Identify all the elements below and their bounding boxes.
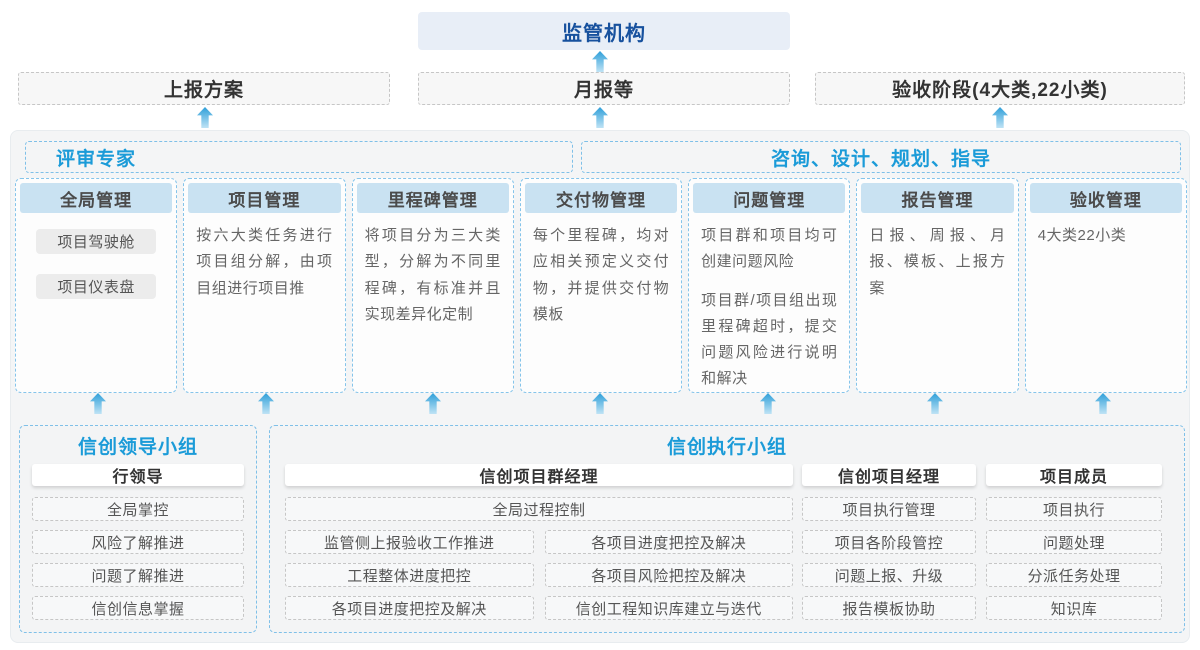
arrow-up-icon — [90, 393, 106, 414]
regulator-label: 监管机构 — [562, 22, 646, 45]
task-item: 各项目进度把控及解决 — [285, 596, 534, 620]
column-deliverable-management: 交付物管理 每个里程碑，均对应相关预定义交付物，并提供交付物模板 — [519, 178, 683, 393]
description-paragraph: 项目群/项目组出现里程碑超时，提交问题风险进行说明和解决 — [701, 291, 838, 388]
description-paragraph: 日报、周报、月报、模板、上报方案 — [869, 227, 1006, 297]
leadership-group: 信创领导小组 行领导 全局掌控 风险了解推进 问题了解推进 信创信息掌握 — [19, 425, 257, 633]
monthly-report-box: 月报等 — [418, 72, 790, 105]
description-paragraph: 项目群和项目均可创建问题风险 — [701, 227, 838, 271]
acceptance-phase-label: 验收阶段(4大类,22小类) — [892, 80, 1108, 101]
pill-project-dashboard: 项目仪表盘 — [36, 274, 157, 299]
task-item: 风险了解推进 — [32, 530, 244, 554]
column-acceptance-management: 验收管理 4大类22小类 — [1024, 178, 1187, 393]
acceptance-phase-box: 验收阶段(4大类,22小类) — [815, 72, 1185, 105]
description-paragraph: 每个里程碑，均对应相关预定义交付物，并提供交付物模板 — [532, 227, 670, 323]
column-description: 4大类22小类 — [1030, 213, 1182, 249]
description-paragraph: 4大类22小类 — [1037, 227, 1127, 244]
program-manager-task-grid: 监管侧上报验收工作推进 各项目进度把控及解决 工程整体进度把控 各项目风险把控及… — [285, 530, 793, 629]
role-project-manager: 信创项目经理 — [802, 464, 976, 486]
execution-group: 信创执行小组 信创项目群经理 全局过程控制 监管侧上报验收工作推进 各项目进度把… — [269, 425, 1185, 633]
pill-project-cockpit: 项目驾驶舱 — [36, 229, 157, 254]
column-title: 项目管理 — [188, 183, 341, 213]
monthly-report-label: 月报等 — [573, 80, 634, 101]
task-item: 各项目进度把控及解决 — [544, 530, 793, 554]
arrow-up-icon — [197, 107, 213, 128]
column-description: 每个里程碑，均对应相关预定义交付物，并提供交付物模板 — [525, 213, 677, 328]
task-item: 信创信息掌握 — [32, 596, 244, 620]
arrow-up-icon — [992, 107, 1008, 128]
role-bank-leader: 行领导 — [32, 464, 244, 486]
column-description: 按六大类任务进行项目组分解，由项目组进行项目推 — [188, 213, 340, 302]
consulting-box: 咨询、设计、规划、指导 — [581, 141, 1181, 173]
project-member-section: 项目成员 项目执行 问题处理 分派任务处理 知识库 — [986, 464, 1162, 629]
project-manager-section: 信创项目经理 项目执行管理 项目各阶段管控 问题上报、升级 报告模板协助 — [802, 464, 976, 629]
arrow-up-icon — [1095, 393, 1111, 414]
column-title: 里程碑管理 — [356, 183, 509, 213]
platform-container: 评审专家 咨询、设计、规划、指导 全局管理 项目驾驶舱 项目仪表盘 项目管理 按… — [10, 130, 1190, 643]
task-item: 报告模板协助 — [802, 596, 976, 620]
report-plan-label: 上报方案 — [163, 80, 244, 101]
description-paragraph: 将项目分为三大类型，分解为不同里程碑，有标准并且实现差异化定制 — [364, 227, 501, 323]
task-item: 问题了解推进 — [32, 563, 244, 587]
report-plan-box: 上报方案 — [18, 72, 390, 105]
arrow-up-icon — [592, 51, 608, 72]
column-description: 日报、周报、月报、模板、上报方案 — [861, 213, 1013, 302]
leadership-group-body: 行领导 全局掌控 风险了解推进 问题了解推进 信创信息掌握 — [20, 464, 256, 620]
column-title: 全局管理 — [20, 183, 173, 213]
column-milestone-management: 里程碑管理 将项目分为三大类型，分解为不同里程碑，有标准并且实现差异化定制 — [351, 178, 514, 393]
arrow-up-icon — [592, 107, 608, 128]
review-experts-label: 评审专家 — [56, 148, 137, 170]
description-paragraph: 按六大类任务进行项目组分解，由项目组进行项目推 — [196, 227, 333, 297]
column-title: 交付物管理 — [524, 183, 678, 213]
column-title: 报告管理 — [861, 183, 1014, 213]
column-global-management: 全局管理 项目驾驶舱 项目仪表盘 — [15, 178, 178, 393]
column-project-management: 项目管理 按六大类任务进行项目组分解，由项目组进行项目推 — [183, 178, 346, 393]
column-description: 将项目分为三大类型，分解为不同里程碑，有标准并且实现差异化定制 — [357, 213, 509, 328]
arrow-up-icon — [592, 393, 608, 414]
task-item: 分派任务处理 — [986, 563, 1162, 587]
role-project-member: 项目成员 — [986, 464, 1162, 486]
task-item: 全局掌控 — [32, 497, 244, 521]
task-item: 问题处理 — [986, 530, 1162, 554]
management-columns: 全局管理 项目驾驶舱 项目仪表盘 项目管理 按六大类任务进行项目组分解，由项目组… — [15, 178, 1187, 393]
column-title: 验收管理 — [1029, 183, 1182, 213]
column-issue-management: 问题管理 项目群和项目均可创建问题风险 项目群/项目组出现里程碑超时，提交问题风… — [688, 178, 851, 393]
task-item: 知识库 — [986, 596, 1162, 620]
regulator-box: 监管机构 — [418, 12, 790, 50]
task-item: 监管侧上报验收工作推进 — [285, 530, 534, 554]
task-item: 项目各阶段管控 — [802, 530, 976, 554]
task-item: 项目执行管理 — [802, 497, 976, 521]
arrow-up-icon — [258, 393, 274, 414]
consulting-label: 咨询、设计、规划、指导 — [770, 148, 991, 170]
execution-group-title: 信创执行小组 — [666, 436, 787, 458]
task-item: 全局过程控制 — [285, 497, 793, 521]
arrow-up-icon — [927, 393, 943, 414]
review-experts-box: 评审专家 — [25, 141, 573, 173]
task-item: 项目执行 — [986, 497, 1162, 521]
leadership-group-title: 信创领导小组 — [77, 436, 198, 458]
column-report-management: 报告管理 日报、周报、月报、模板、上报方案 — [856, 178, 1019, 393]
task-item: 工程整体进度把控 — [285, 563, 534, 587]
program-manager-section: 信创项目群经理 全局过程控制 监管侧上报验收工作推进 各项目进度把控及解决 工程… — [285, 464, 793, 629]
task-item: 信创工程知识库建立与迭代 — [544, 596, 793, 620]
task-item: 各项目风险把控及解决 — [544, 563, 793, 587]
column-title: 问题管理 — [693, 183, 846, 213]
role-program-manager: 信创项目群经理 — [285, 464, 793, 486]
task-item: 问题上报、升级 — [802, 563, 976, 587]
arrow-up-icon — [425, 393, 441, 414]
column-description: 项目群和项目均可创建问题风险 项目群/项目组出现里程碑超时，提交问题风险进行说明… — [693, 213, 845, 393]
arrow-up-icon — [760, 393, 776, 414]
